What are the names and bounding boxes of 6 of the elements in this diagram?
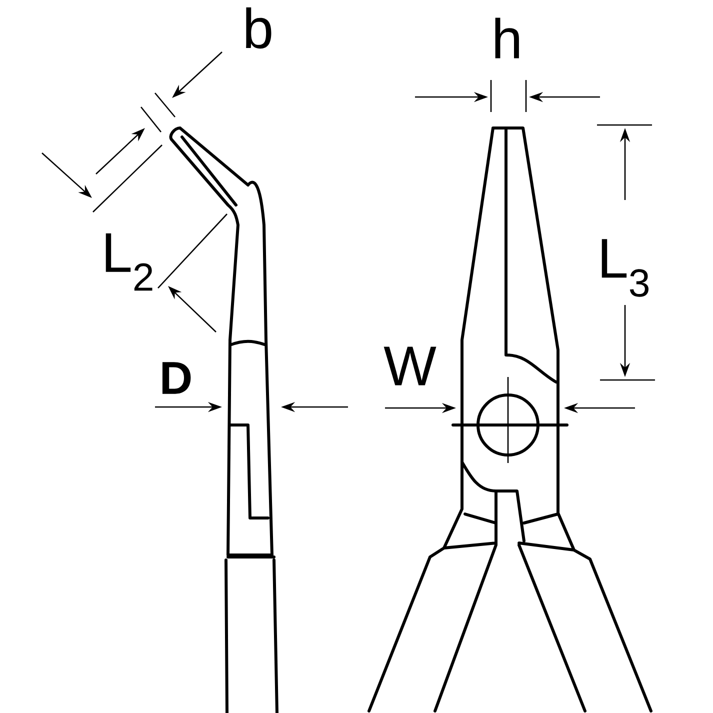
dimension-label: L$_{3}$ — [602, 239, 648, 297]
dimension-label: D — [162, 362, 191, 394]
dimension-label: L$_{2}$ — [106, 233, 152, 291]
dimension-label: W — [384, 346, 436, 386]
dimension-label: h — [495, 18, 519, 58]
dimension-label: b — [246, 7, 272, 49]
